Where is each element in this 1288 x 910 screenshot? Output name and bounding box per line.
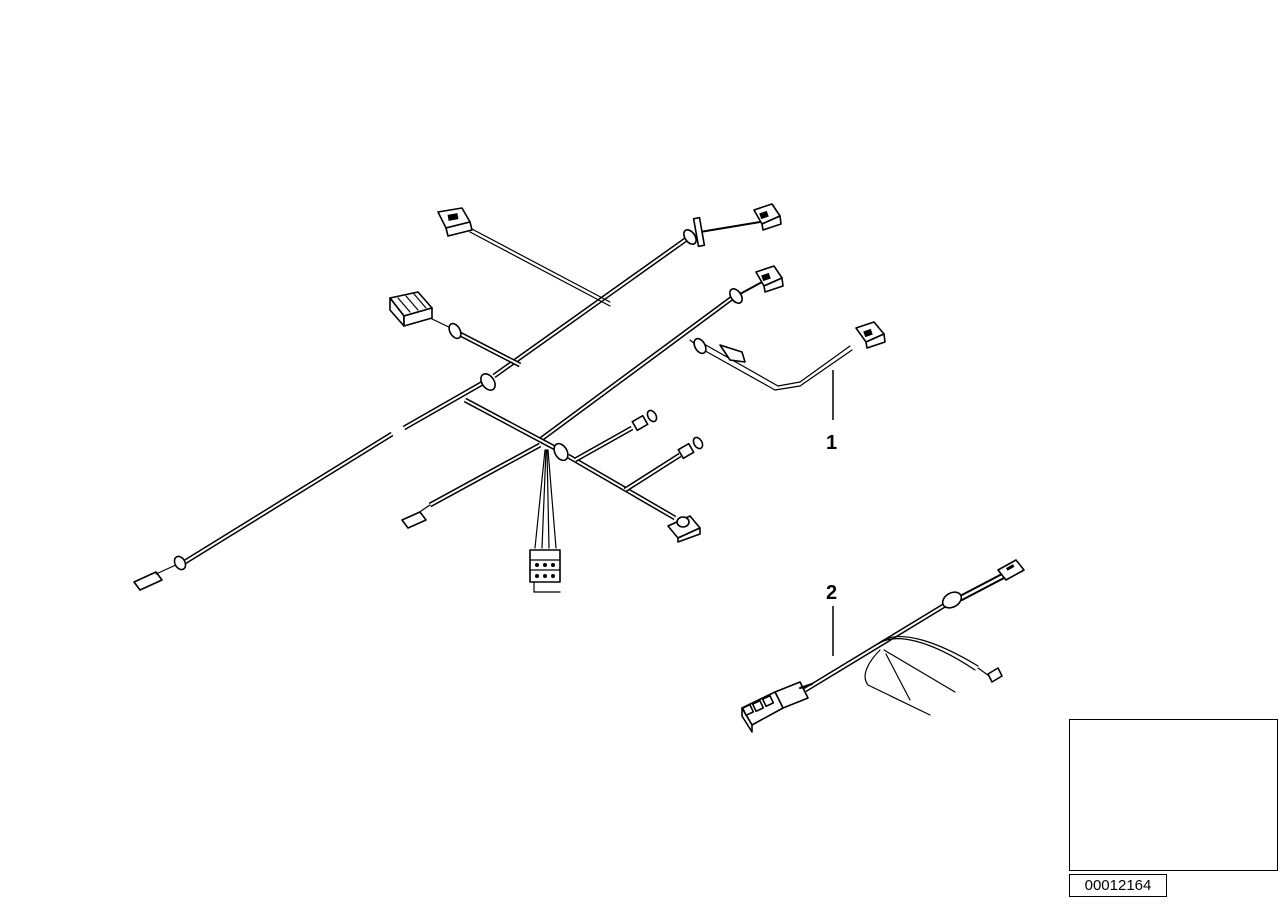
harness-2-trunk	[803, 573, 1005, 693]
connector-top-left	[437, 207, 473, 237]
branch-lower-right	[463, 397, 677, 521]
connector-top-right	[753, 203, 782, 231]
branch-far-right	[689, 337, 853, 391]
harness-part-1	[133, 203, 886, 593]
branch-top-left	[469, 227, 611, 307]
sensor-branches	[573, 409, 704, 493]
harness-2-plug-large	[741, 681, 813, 733]
callout-label-1: 1	[826, 432, 838, 454]
connector-bottom-left	[133, 555, 187, 591]
connector-lower-right	[667, 515, 701, 543]
callout-label-2: 2	[826, 582, 838, 604]
main-trunk-wire	[178, 221, 761, 568]
connector-upper-right	[755, 265, 784, 293]
connector-lower-mid-left	[401, 511, 427, 529]
trunk-clip	[480, 216, 706, 391]
branch-lower-left	[414, 442, 542, 516]
connector-far-right	[855, 321, 886, 349]
branch-left-plug	[429, 317, 522, 368]
harness-2-branch-wires	[864, 635, 1003, 716]
harness-part-2	[741, 559, 1025, 733]
connector-left-8pin	[389, 291, 433, 327]
branch-upper-right	[538, 281, 763, 443]
vehicle-thumbnail-frame	[1069, 719, 1278, 871]
ribbon-wires	[534, 449, 557, 549]
connector-ribbon-multipin	[529, 549, 561, 593]
image-id-label: 00012164	[1069, 874, 1167, 897]
harness-2-plug-small	[997, 559, 1025, 581]
sensor-plug-2	[677, 436, 704, 460]
mounting-tab	[719, 344, 746, 363]
sensor-plug-1	[631, 409, 658, 432]
